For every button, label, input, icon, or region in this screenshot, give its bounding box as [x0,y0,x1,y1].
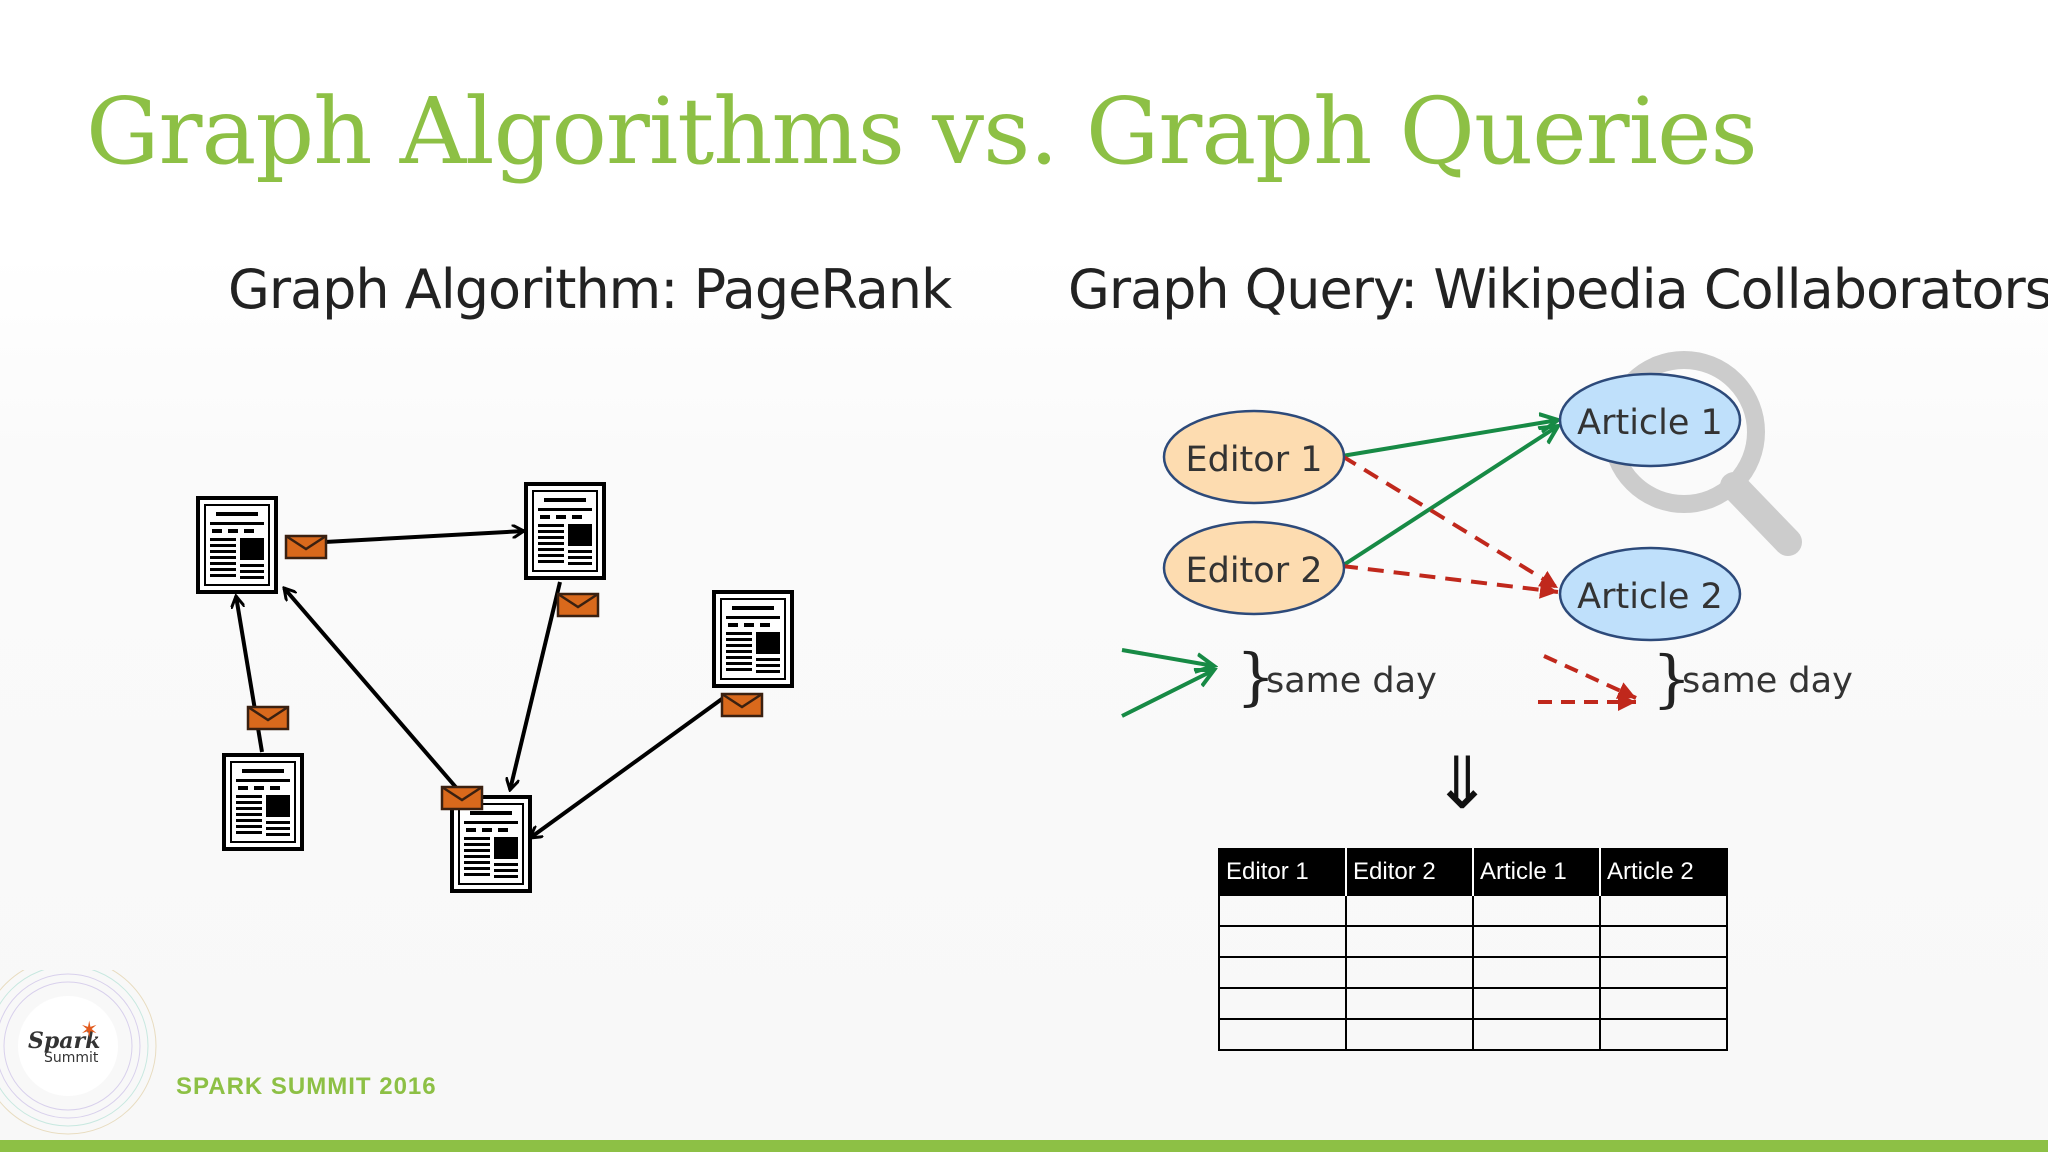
pagerank-heading: Graph Algorithm: PageRank [228,258,952,321]
slide-title: Graph Algorithms vs. Graph Queries [86,78,1758,185]
same-day-dashed-edge [1341,564,1559,599]
envelope-icon [556,592,600,618]
table-cell [1218,894,1347,927]
legend-solid-label: same day [1266,661,1437,701]
table-cell [1472,894,1601,927]
editor-2-label: Editor 2 [1186,551,1323,591]
pagerank-messages [246,534,764,811]
envelope-icon [720,692,764,718]
table-cell [1599,987,1728,1020]
table-cell [1345,925,1474,958]
document-icon [712,590,794,688]
table-row [1218,894,1728,927]
table-cell [1599,894,1728,927]
column-header: Article 1 [1473,849,1601,895]
edge-arrow [530,694,728,838]
node-editor-2: Editor 2 [1162,520,1346,616]
legend-dashed: } same day [1538,642,1853,715]
table-cell [1218,925,1347,958]
same-day-dashed-edge [1340,454,1560,590]
table-cell [1472,987,1601,1020]
envelope-icon [440,785,484,811]
document-icon [450,795,532,893]
table-header-row: Editor 1 Editor 2 Article 1 Article 2 [1219,849,1727,895]
logo-burst-icon [0,970,157,1135]
edge-arrow [510,581,562,790]
envelope-icon [246,705,290,731]
table-row [1218,925,1728,958]
node-editor-1: Editor 1 [1162,409,1346,505]
edge-arrow [287,531,524,546]
spark-summit-logo: Spark ✶ Summit [0,970,160,1140]
star-icon: ✶ [80,1018,99,1043]
table-cell [1345,1018,1474,1051]
editor-1-label: Editor 1 [1186,440,1323,480]
legend-dashed-label: same day [1682,661,1853,701]
logo-badge [18,996,118,1096]
table-cell [1218,956,1347,989]
table-cell [1218,987,1347,1020]
article-1-label: Article 1 [1577,403,1723,443]
column-header: Editor 2 [1346,849,1474,895]
table-cell [1345,987,1474,1020]
article-2-label: Article 2 [1577,577,1723,617]
table-cell [1599,925,1728,958]
brace-icon: } [1236,640,1275,713]
node-article-2: Article 2 [1558,546,1742,642]
table-cell [1472,1018,1601,1051]
table-cell [1472,925,1601,958]
logo-word-summit: Summit [44,1050,99,1066]
table-cell [1472,956,1601,989]
logo-word-spark: Spark [28,1028,101,1054]
table-row [1218,987,1728,1020]
table-row [1218,1018,1728,1051]
column-header: Article 2 [1600,849,1727,895]
query-edges [1340,420,1560,599]
column-header: Editor 1 [1219,849,1347,895]
document-icon [222,753,304,851]
down-double-arrow-icon: ⇓ [1432,741,1492,825]
table-cell [1345,956,1474,989]
same-day-edge [1341,420,1558,458]
node-article-1: Article 1 [1558,372,1742,468]
graph-query-heading: Graph Query: Wikipedia Collaborators [1068,258,2048,321]
envelope-icon [284,534,328,560]
same-day-edge [1340,426,1558,568]
table-cell [1599,956,1728,989]
table-row [1218,956,1728,989]
document-icon [196,496,278,594]
table-cell [1345,894,1474,927]
document-icon [524,482,606,580]
bottom-accent-bar [0,1140,2048,1152]
edge-arrow [284,588,462,794]
brace-icon: } [1652,642,1691,715]
table-cell [1218,1018,1347,1051]
table-cell [1599,1018,1728,1051]
result-table: Editor 1 Editor 2 Article 1 Article 2 [1218,848,1728,1051]
footer-event-name: SPARK SUMMIT 2016 [176,1073,437,1100]
legend-solid: } same day [1121,640,1437,718]
